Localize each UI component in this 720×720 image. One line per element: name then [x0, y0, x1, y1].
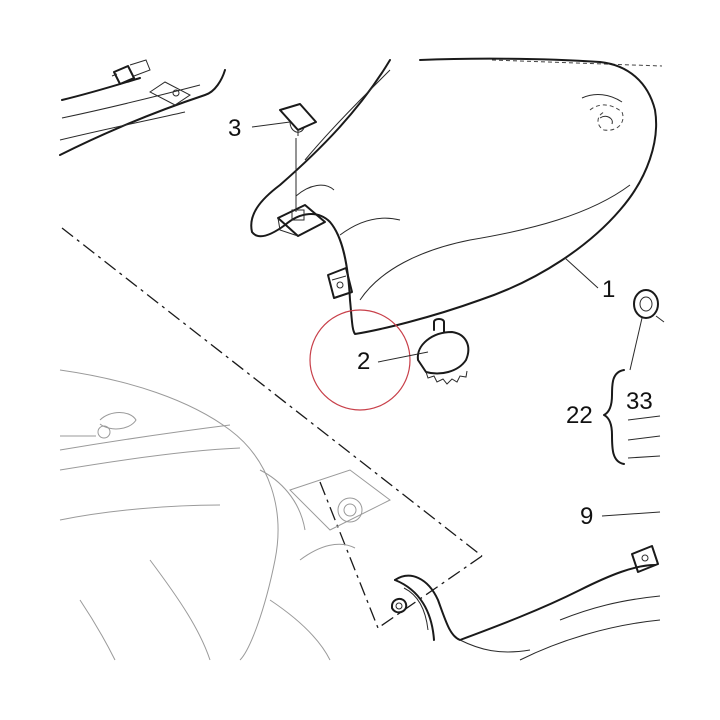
callout-22: 22 [566, 402, 593, 429]
leader-9 [601, 511, 661, 517]
clip-part-3 [279, 103, 317, 136]
frame-line-lower [377, 555, 483, 629]
callout-1: 1 [602, 276, 616, 303]
frame-line-diagonal [61, 227, 483, 557]
washer-part-33 [633, 289, 665, 323]
callout-3: 3 [228, 115, 242, 142]
callout-33: 33 [626, 388, 653, 415]
group-22-lines [627, 415, 661, 459]
cover-part-1 [250, 57, 658, 335]
frame-line-top [491, 59, 663, 67]
fastener-lower [391, 598, 408, 614]
leader-3 [251, 121, 291, 128]
body-panel-lower-left [59, 369, 391, 661]
bolt-top-left [111, 59, 151, 85]
top-left-bracket [59, 69, 226, 156]
bracket-22 [603, 369, 625, 465]
grommet-part-2 [416, 318, 470, 385]
leader-2 [377, 351, 429, 363]
cover-tab-upper [277, 204, 326, 237]
callout-9: 9 [580, 503, 594, 530]
leader-1 [564, 257, 599, 289]
leader-33 [629, 317, 643, 371]
cover-tab-lower [327, 267, 353, 299]
highlight-circle [309, 309, 411, 411]
callout-2: 2 [357, 348, 371, 375]
rear-cover-part-9 [394, 545, 661, 661]
